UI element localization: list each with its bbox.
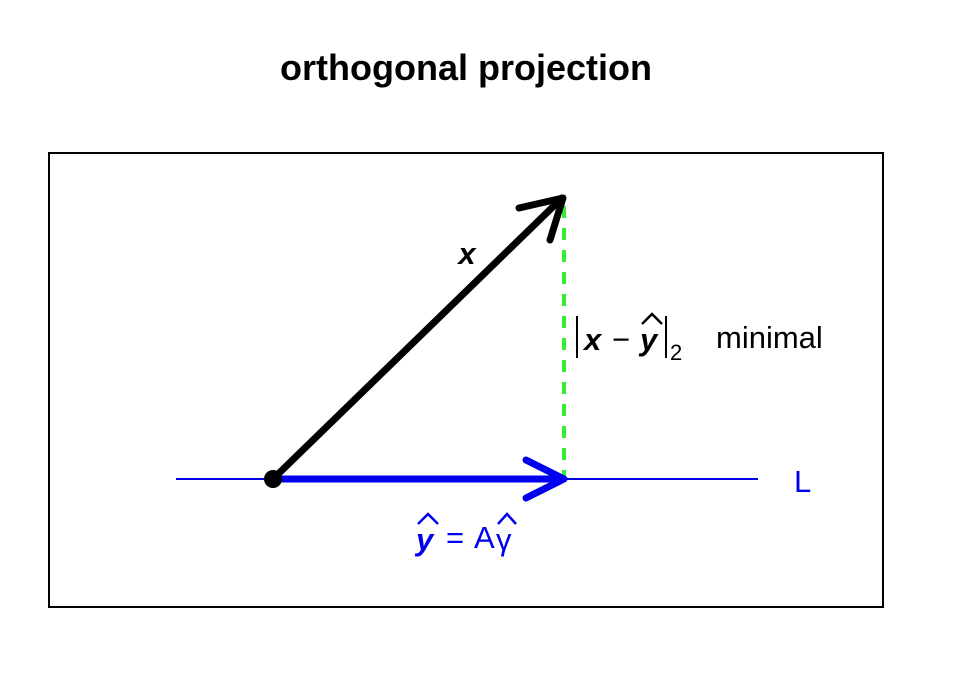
norm-expression: x − y 2 minimal (576, 312, 823, 365)
projection-rhs: γ (496, 522, 512, 557)
projection-equals: = (446, 520, 464, 555)
norm-lhs: x (582, 322, 603, 357)
vector-x-arrowhead (515, 194, 567, 244)
norm-minus: − (612, 322, 630, 357)
projection-vector-arrowhead (522, 456, 568, 502)
norm-rhs: y (638, 322, 659, 357)
norm-rhs-hat-icon (641, 312, 663, 325)
vector-x-label: x (456, 236, 477, 271)
projection-rhs-hat-icon (497, 512, 517, 525)
projection-lhs: y (414, 522, 435, 557)
diagram-title: orthogonal projection (280, 47, 652, 88)
norm-subscript: 2 (670, 340, 682, 365)
origin-point (264, 470, 282, 488)
projection-lhs-hat-icon (417, 512, 439, 525)
projection-expression: y = A γ (414, 512, 517, 557)
norm-suffix: minimal (716, 320, 823, 355)
plot-frame (48, 152, 884, 608)
line-label: L (794, 464, 811, 499)
projection-operator: A (474, 520, 495, 555)
vector-x-shaft (269, 194, 566, 483)
